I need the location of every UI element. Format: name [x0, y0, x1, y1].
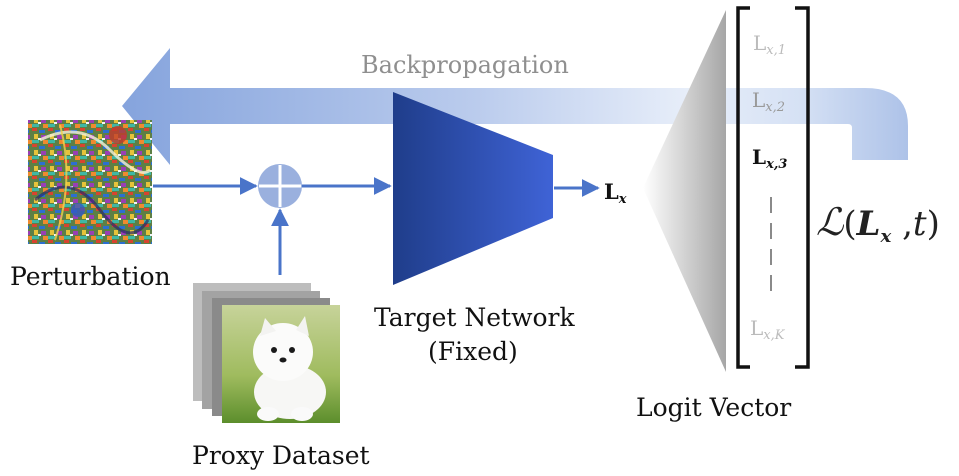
perturbation-label: Perturbation [10, 262, 171, 291]
logit-entry-2: Lx,2 [752, 88, 786, 115]
proxy-dataset-label: Proxy Dataset [192, 441, 370, 470]
target-network-block [393, 92, 553, 285]
output-logit-symbol: Lx [604, 179, 627, 207]
logit-vector-label: Logit Vector [636, 393, 792, 422]
logit-entry-k: Lx,K [750, 316, 785, 343]
dog-photo-icon [222, 305, 340, 423]
logit-vector-brackets [736, 6, 810, 369]
perturbation-image [28, 120, 152, 244]
backpropagation-label: Backpropagation [361, 51, 569, 79]
target-network-label: Target Network [374, 303, 575, 332]
logit-entry-1: Lx,1 [753, 31, 787, 58]
target-network-fixed-label: (Fixed) [428, 337, 518, 366]
loss-function: ℒ(Lx ,t) [816, 200, 940, 247]
plus-circle-icon [258, 164, 302, 208]
logit-entry-3: Lx,3 [752, 145, 788, 172]
backprop-arrow [122, 48, 908, 165]
logit-expansion-cone [643, 10, 726, 372]
proxy-dataset-stack [193, 283, 340, 423]
